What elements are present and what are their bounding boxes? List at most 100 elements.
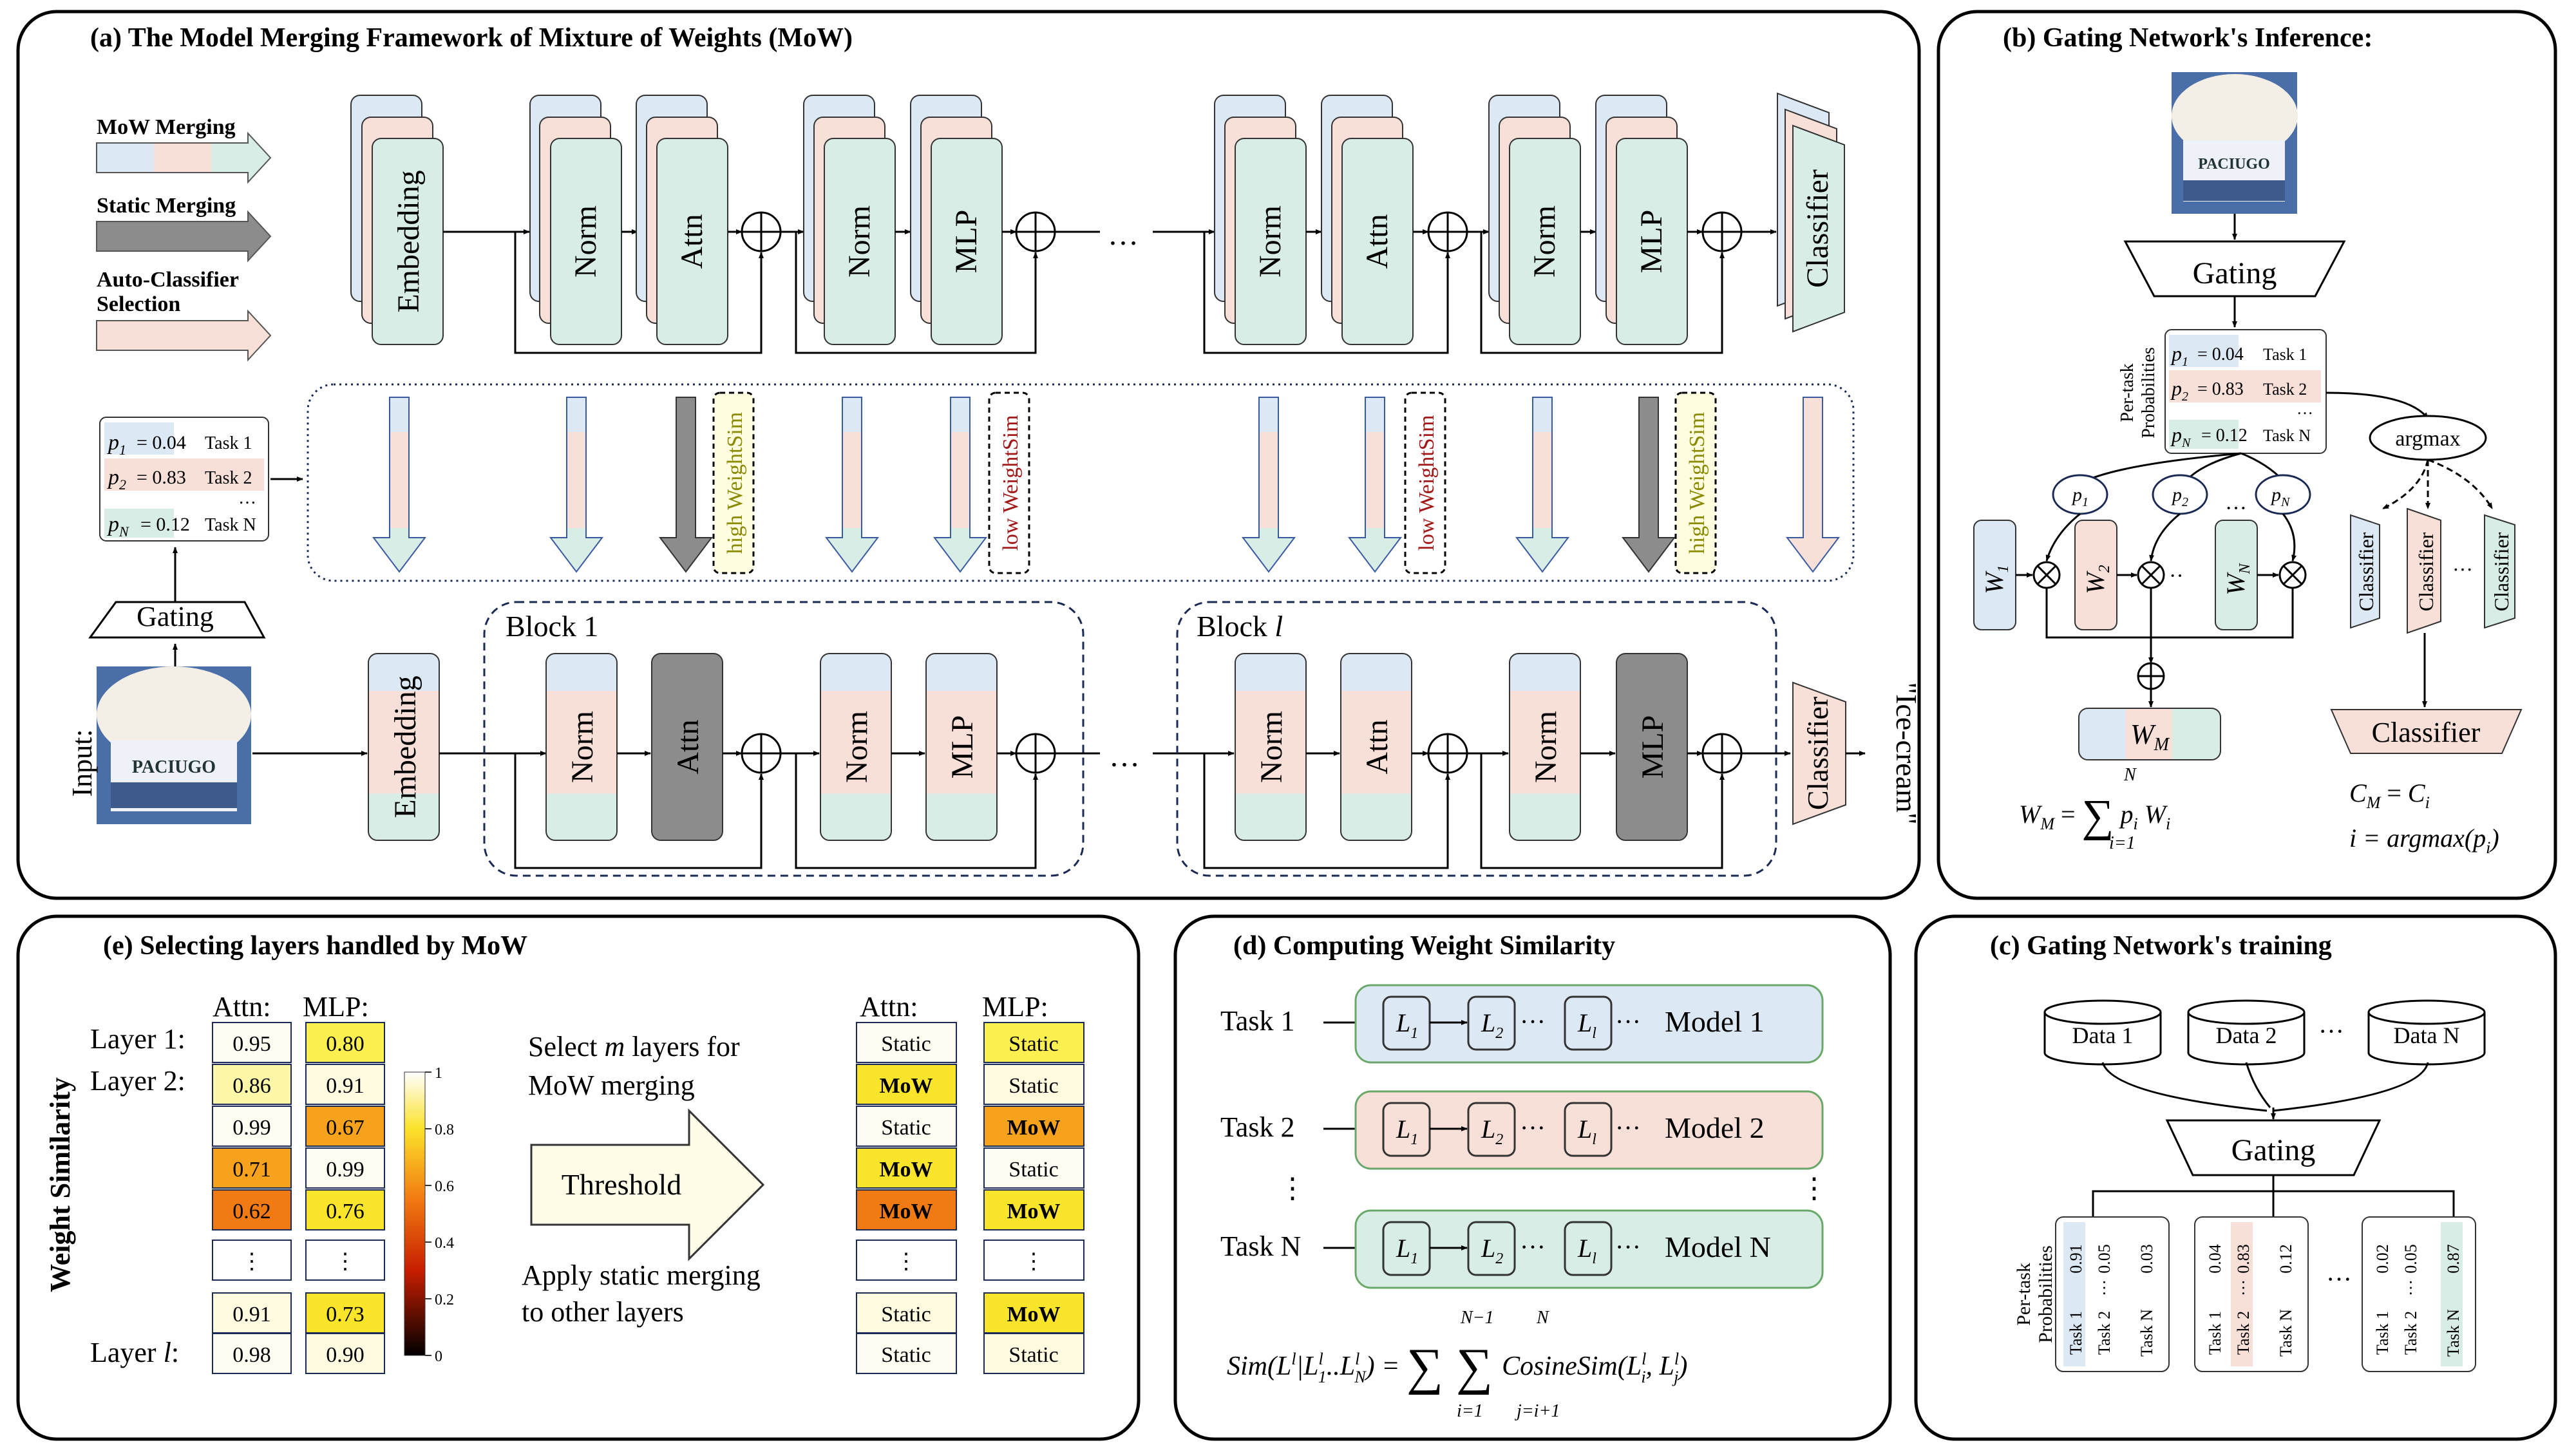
top-mlp-label-1: MLP [949,210,983,274]
mlp-selection-cell [983,1189,1084,1230]
top-embedding-label: Embedding [392,170,426,312]
mlp-sim-cell [305,1106,385,1147]
bottom-classifier-label: Classifier [1801,697,1834,810]
argmax-label: argmax [2395,427,2460,451]
wm-formula-upper: N [2123,765,2137,785]
sim-formula-upper-2: N [1536,1308,1549,1328]
colorbar-tick-label: 1 [435,1065,442,1082]
attn-selection-cell [856,1240,957,1281]
wm-box [2078,708,2221,760]
bottom-attn-label-2: Attn [1360,719,1394,774]
mlp-sim-value: 0.99 [326,1158,365,1182]
top-norm-label-2: Norm [842,205,876,278]
top-norm-stack-2: Norm [803,95,896,345]
bottom-norm-2 [820,653,892,841]
prob-taskn: Task N [205,515,256,535]
sim-formula-lower-2: j=i+1 [1515,1401,1560,1421]
bottom-norm-4 [1509,653,1581,841]
attn-sim-cell [212,1240,292,1281]
mlp-sim-cell [305,1189,385,1230]
prob-table-a: p1 = 0.04 Task 1 p2 = 0.83 Task 2 … pN =… [99,417,269,542]
select-word: Select [528,1031,598,1062]
bottom-model-row: Embedding Block 1 Norm Attn Norm MLP [252,601,1923,877]
w-dots: ··· [2225,496,2247,520]
mlp-selection-value: Static [1009,1158,1058,1182]
colorbar-tick-label: 0.2 [435,1292,454,1308]
mlp-selection-value: MoW [1007,1303,1060,1326]
mlp-sim-cell [305,1064,385,1105]
per-task-c-2: Probabilities [2035,1245,2056,1343]
top-embedding-stack: Embedding [350,95,444,345]
prob-card-task: Task 2 [2401,1311,2420,1355]
bottom-attn-1 [651,653,723,841]
model-label: Model N [1665,1230,1771,1263]
top-classifier-stack: Classifier [1777,92,1845,333]
attn-selection-value: Static [881,1343,931,1367]
legend-mow-label: MoW Merging [97,115,236,139]
layer-dots: ··· [1520,1232,1546,1261]
mlp-selection-value: Static [1009,1032,1058,1056]
panel-e-title: (e) Selecting layers handled by MoW [103,931,527,961]
attn-sim-value: 0.98 [232,1343,271,1367]
gating-trapezoid-a [88,601,266,639]
prob-card-task: Task N [2137,1309,2156,1357]
layer-label: L2 [1481,1234,1503,1267]
panel-b-frame [1937,10,2557,900]
top-attn-label-2: Attn [1360,214,1394,269]
probb-task1: Task 1 [2263,345,2307,364]
mlp-sim-cell [305,1333,385,1374]
classifier-b-merged [2330,709,2523,754]
mlp-sim-cell [305,1292,385,1334]
per-task-c-1: Per-task [2013,1263,2034,1326]
threshold-label: Threshold [562,1168,682,1201]
prob-card-value: 0.12 [2277,1244,2295,1274]
col-attn-label: Attn: [213,991,270,1023]
bottom-embedding-label: Embedding [388,675,422,818]
apply-text-1: Apply static merging [522,1259,761,1291]
prob-vdots: … [238,488,256,508]
mlp-sim-value: 0.73 [326,1303,365,1326]
block-l-label: Block l [1197,610,1283,643]
sim-formula-lower-1: i=1 [1457,1401,1483,1421]
layer-box [1467,995,1516,1051]
model-row-box [1354,1209,1824,1289]
panel-b: (b) Gating Network's Inference: PACIUGO … [1937,10,2557,900]
data-label: Data N [2394,1023,2460,1048]
mlp-selection-value: ⋮ [1023,1250,1045,1274]
bottom-dots: … [1109,739,1140,773]
data-dots: ··· [2318,1017,2344,1046]
mlp-sim-value: ⋮ [334,1250,356,1274]
colorbar-tick-label: 0 [435,1348,442,1365]
classifier-b-dots: ··· [2452,558,2473,581]
attn-selection-value: Static [881,1116,931,1140]
attn-selection-cell [856,1147,957,1189]
probb-p1-value: = 0.04 [2197,344,2244,364]
model-row-box [1354,984,1824,1064]
per-task-b-1: Per-task [2117,363,2137,422]
model-vdots: ⋮ [1800,1173,1828,1204]
panel-d-frame [1173,914,1892,1441]
block-l-frame [1176,601,1777,877]
top-norm-stack-4: Norm [1488,95,1581,345]
top-model-row: Embedding Norm Attn [350,92,1845,354]
apply-text-2: to other layers [522,1296,684,1328]
legend: MoW Merging Static Merging Auto-Classifi… [96,115,272,362]
prob-card-task: Task 1 [2373,1311,2392,1355]
top-mlp-stack-1: MLP [910,95,1003,345]
bottom-norm-label-2: Norm [840,711,874,783]
colorbar-ticks: 10.80.60.40.20 [425,1065,454,1365]
input-label: Input: [66,729,98,797]
attn-selection-cell [856,1106,957,1147]
mlp-selection-cell [983,1022,1084,1063]
attn-sim-value: 0.91 [232,1303,271,1326]
attn-selection-cell [856,1064,957,1105]
row-label-1: Layer 1: [90,1023,185,1055]
i-formula: i = argmax(pi) [2349,824,2499,857]
bottom-embedding [368,653,440,841]
attn-sim-value: ⋮ [241,1250,263,1274]
attn-sim-value: 0.95 [232,1032,271,1056]
prob-card-value: 0.05 [2401,1244,2420,1274]
prob-card-value: 0.87 [2444,1244,2463,1274]
